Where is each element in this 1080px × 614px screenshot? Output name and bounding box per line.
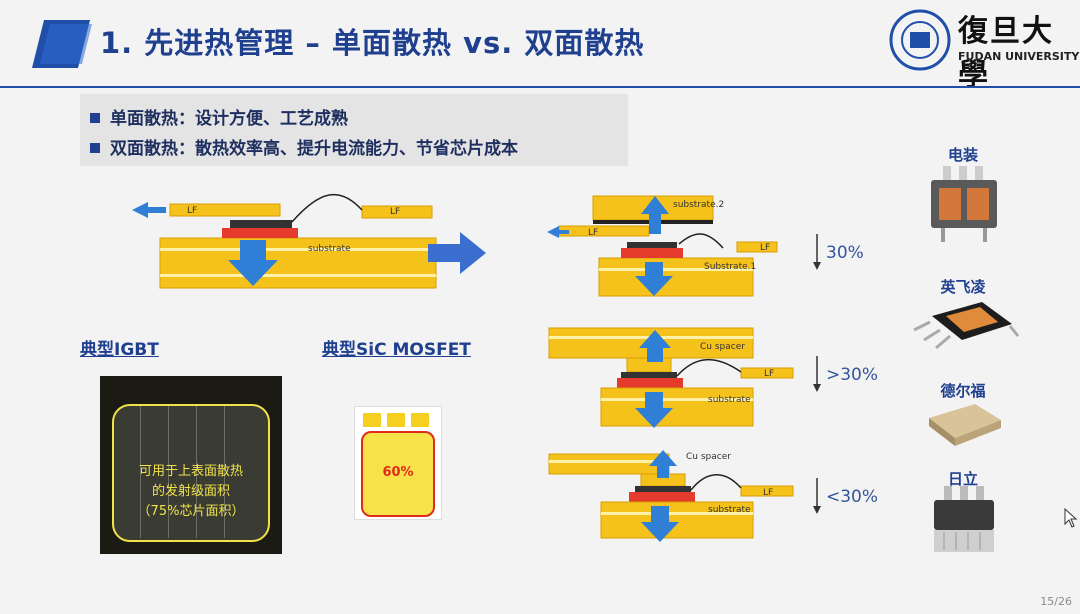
denso-module-image: [931, 166, 997, 242]
fudan-logo-english: FUDAN UNIVERSITY: [958, 50, 1080, 63]
cu-spacer-label: Cu spacer: [686, 452, 731, 462]
bullet-item: 双面散热：散热效率高、提升电流能力、节省芯片成本: [90, 134, 518, 159]
igbt-caption: 可用于上表面散热 的发射级面积 （75%芯片面积）: [137, 464, 245, 519]
title-decoration-icon: [32, 20, 92, 68]
sic-value: 60%: [382, 465, 414, 480]
lf-label: LF: [760, 243, 771, 253]
page-number: 15/26: [1040, 595, 1072, 608]
igbt-label: 典型IGBT: [80, 340, 159, 360]
bullet-text: 双面散热：散热效率高、提升电流能力、节省芯片成本: [110, 139, 518, 159]
vendor-label: 日立: [947, 470, 978, 488]
delphi-module-image: [929, 404, 1001, 446]
lf-label: LF: [390, 207, 401, 217]
vendor-label: 电装: [947, 146, 978, 164]
lf-label: LF: [588, 228, 599, 238]
fudan-seal-icon: [889, 9, 951, 71]
sic-label: 典型SiC MOSFET: [322, 340, 471, 360]
cu-spacer-label: Cu spacer: [700, 342, 745, 352]
down-arrow-icon: [813, 234, 821, 270]
infineon-module-image: [913, 302, 1020, 350]
bullet-square-icon: [90, 143, 100, 153]
page-title: 1. 先进热管理 – 单面散热 vs. 双面散热: [100, 26, 645, 60]
hitachi-module-image: [934, 486, 994, 552]
lf-label: LF: [764, 369, 775, 379]
header-divider: [0, 86, 1080, 88]
substrate-label: Substrate.1: [704, 262, 757, 272]
improvement-value: <30%: [826, 487, 879, 507]
vendor-label: 英飞凌: [940, 278, 986, 296]
bullet-item: 单面散热：设计方便、工艺成熟: [90, 104, 348, 129]
improvement-value: 30%: [826, 243, 864, 263]
improvement-value: >30%: [826, 365, 879, 385]
double-sided-diagram-2: [548, 327, 794, 428]
bullet-box: 单面散热：设计方便、工艺成熟 双面散热：散热效率高、提升电流能力、节省芯片成本: [80, 94, 628, 166]
down-arrow-icon: [813, 478, 821, 514]
bullet-text: 单面散热：设计方便、工艺成熟: [110, 109, 348, 129]
sic-chip-image: 60%: [354, 406, 442, 520]
double-sided-diagram-3: [548, 450, 794, 542]
substrate-label: substrate: [308, 244, 351, 254]
substrate-label: substrate: [708, 505, 751, 515]
bullet-square-icon: [90, 113, 100, 123]
down-arrow-icon: [813, 356, 821, 392]
vendor-label: 德尔福: [940, 382, 986, 400]
lf-label: LF: [187, 206, 198, 216]
igbt-chip-image: 可用于上表面散热 的发射级面积 （75%芯片面积）: [100, 376, 282, 554]
substrate-label: substrate: [708, 395, 751, 405]
substrate-label: substrate.2: [673, 200, 725, 210]
right-arrow-icon: [428, 232, 486, 274]
single-sided-diagram: [132, 193, 437, 289]
double-sided-diagram-1: [547, 195, 778, 297]
mouse-cursor-icon: [1064, 508, 1078, 528]
lf-label: LF: [763, 488, 774, 498]
